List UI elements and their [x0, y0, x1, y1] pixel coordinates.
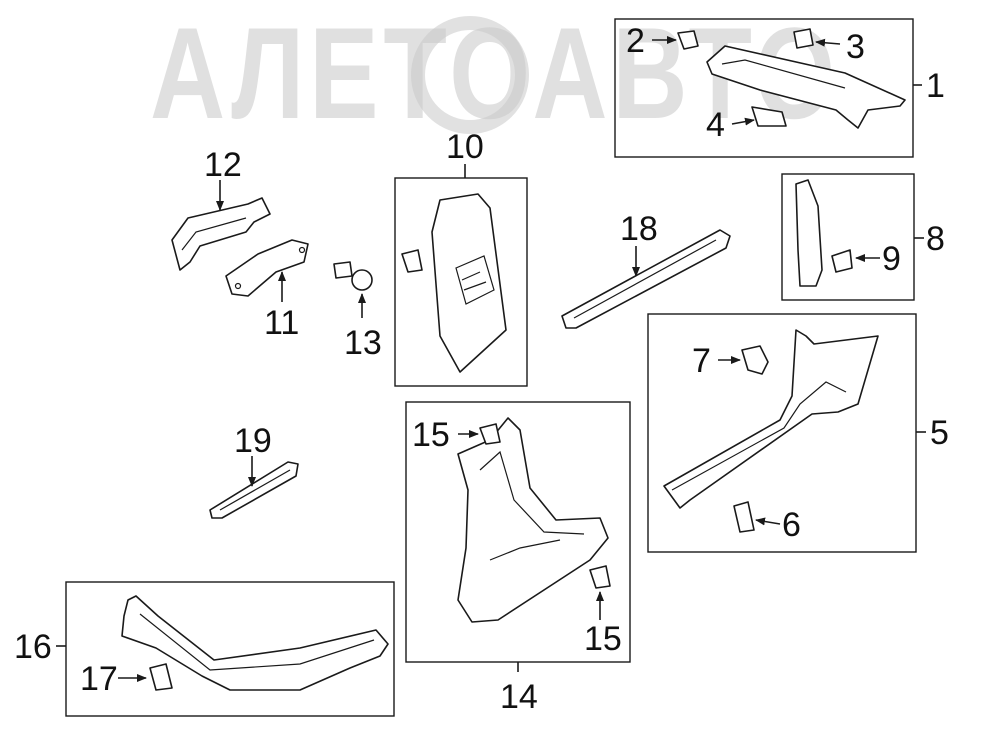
callout-11: 11 [264, 304, 299, 342]
callout-9: 9 [882, 240, 901, 278]
group-12-11-13: 12 11 13 [171, 146, 382, 362]
part-13-clip-body [333, 261, 353, 279]
callout-19: 19 [234, 422, 272, 460]
group-19-sill: 19 [209, 422, 299, 519]
group-5-kick-plate: 7 6 5 [647, 313, 949, 553]
callout-18: 18 [620, 210, 658, 248]
group-10-frame [394, 177, 528, 387]
callout-8: 8 [926, 220, 945, 258]
group-1-frame [614, 18, 914, 158]
part-1-garnish [706, 45, 906, 129]
part-3-clip [793, 28, 814, 49]
group-1-upper-trim: 2 3 4 1 [614, 18, 945, 158]
callout-4: 4 [706, 106, 725, 144]
part-11-handle [225, 239, 309, 297]
callout-6: 6 [782, 506, 801, 544]
part-2-clip [677, 30, 699, 50]
callout-7: 7 [692, 342, 711, 380]
group-16-frame [65, 581, 395, 717]
part-17-clip [149, 663, 173, 691]
callout-5: 5 [930, 414, 949, 452]
part-12-bracket [171, 197, 271, 271]
part-8-garnish [795, 179, 823, 287]
callout-3: 3 [846, 28, 865, 66]
part-15-clip-bottom [589, 565, 611, 589]
part-16-trim [121, 595, 389, 691]
group-16-rear-trim: 17 16 [14, 581, 395, 717]
group-10-pillar: 10 [394, 128, 528, 387]
part-4-clip [751, 106, 787, 127]
callout-2: 2 [626, 22, 645, 60]
part-9-clip [831, 249, 853, 273]
part-15-clip-top [479, 423, 501, 445]
callout-15-bottom: 15 [584, 620, 622, 658]
part-10-clip [401, 249, 423, 273]
callout-17: 17 [80, 660, 118, 698]
group-14-center-pillar: 15 15 14 [405, 401, 631, 716]
part-5-trim [663, 329, 879, 509]
group-8-trim: 9 8 [781, 173, 945, 301]
part-10-trim [431, 193, 507, 373]
callout-10: 10 [446, 128, 484, 166]
callout-14: 14 [500, 678, 538, 716]
callout-12: 12 [204, 146, 242, 184]
part-13-clip-head [351, 269, 373, 291]
group-8-frame [781, 173, 915, 301]
group-5-frame [647, 313, 917, 553]
part-7-clip [741, 345, 769, 375]
group-18-sill: 18 [561, 210, 731, 329]
part-6-clip [733, 501, 755, 533]
callout-16: 16 [14, 628, 52, 666]
watermark-gear-icon [411, 16, 529, 134]
callout-13: 13 [344, 324, 382, 362]
callout-1: 1 [926, 67, 945, 105]
callout-15-top: 15 [412, 416, 450, 454]
